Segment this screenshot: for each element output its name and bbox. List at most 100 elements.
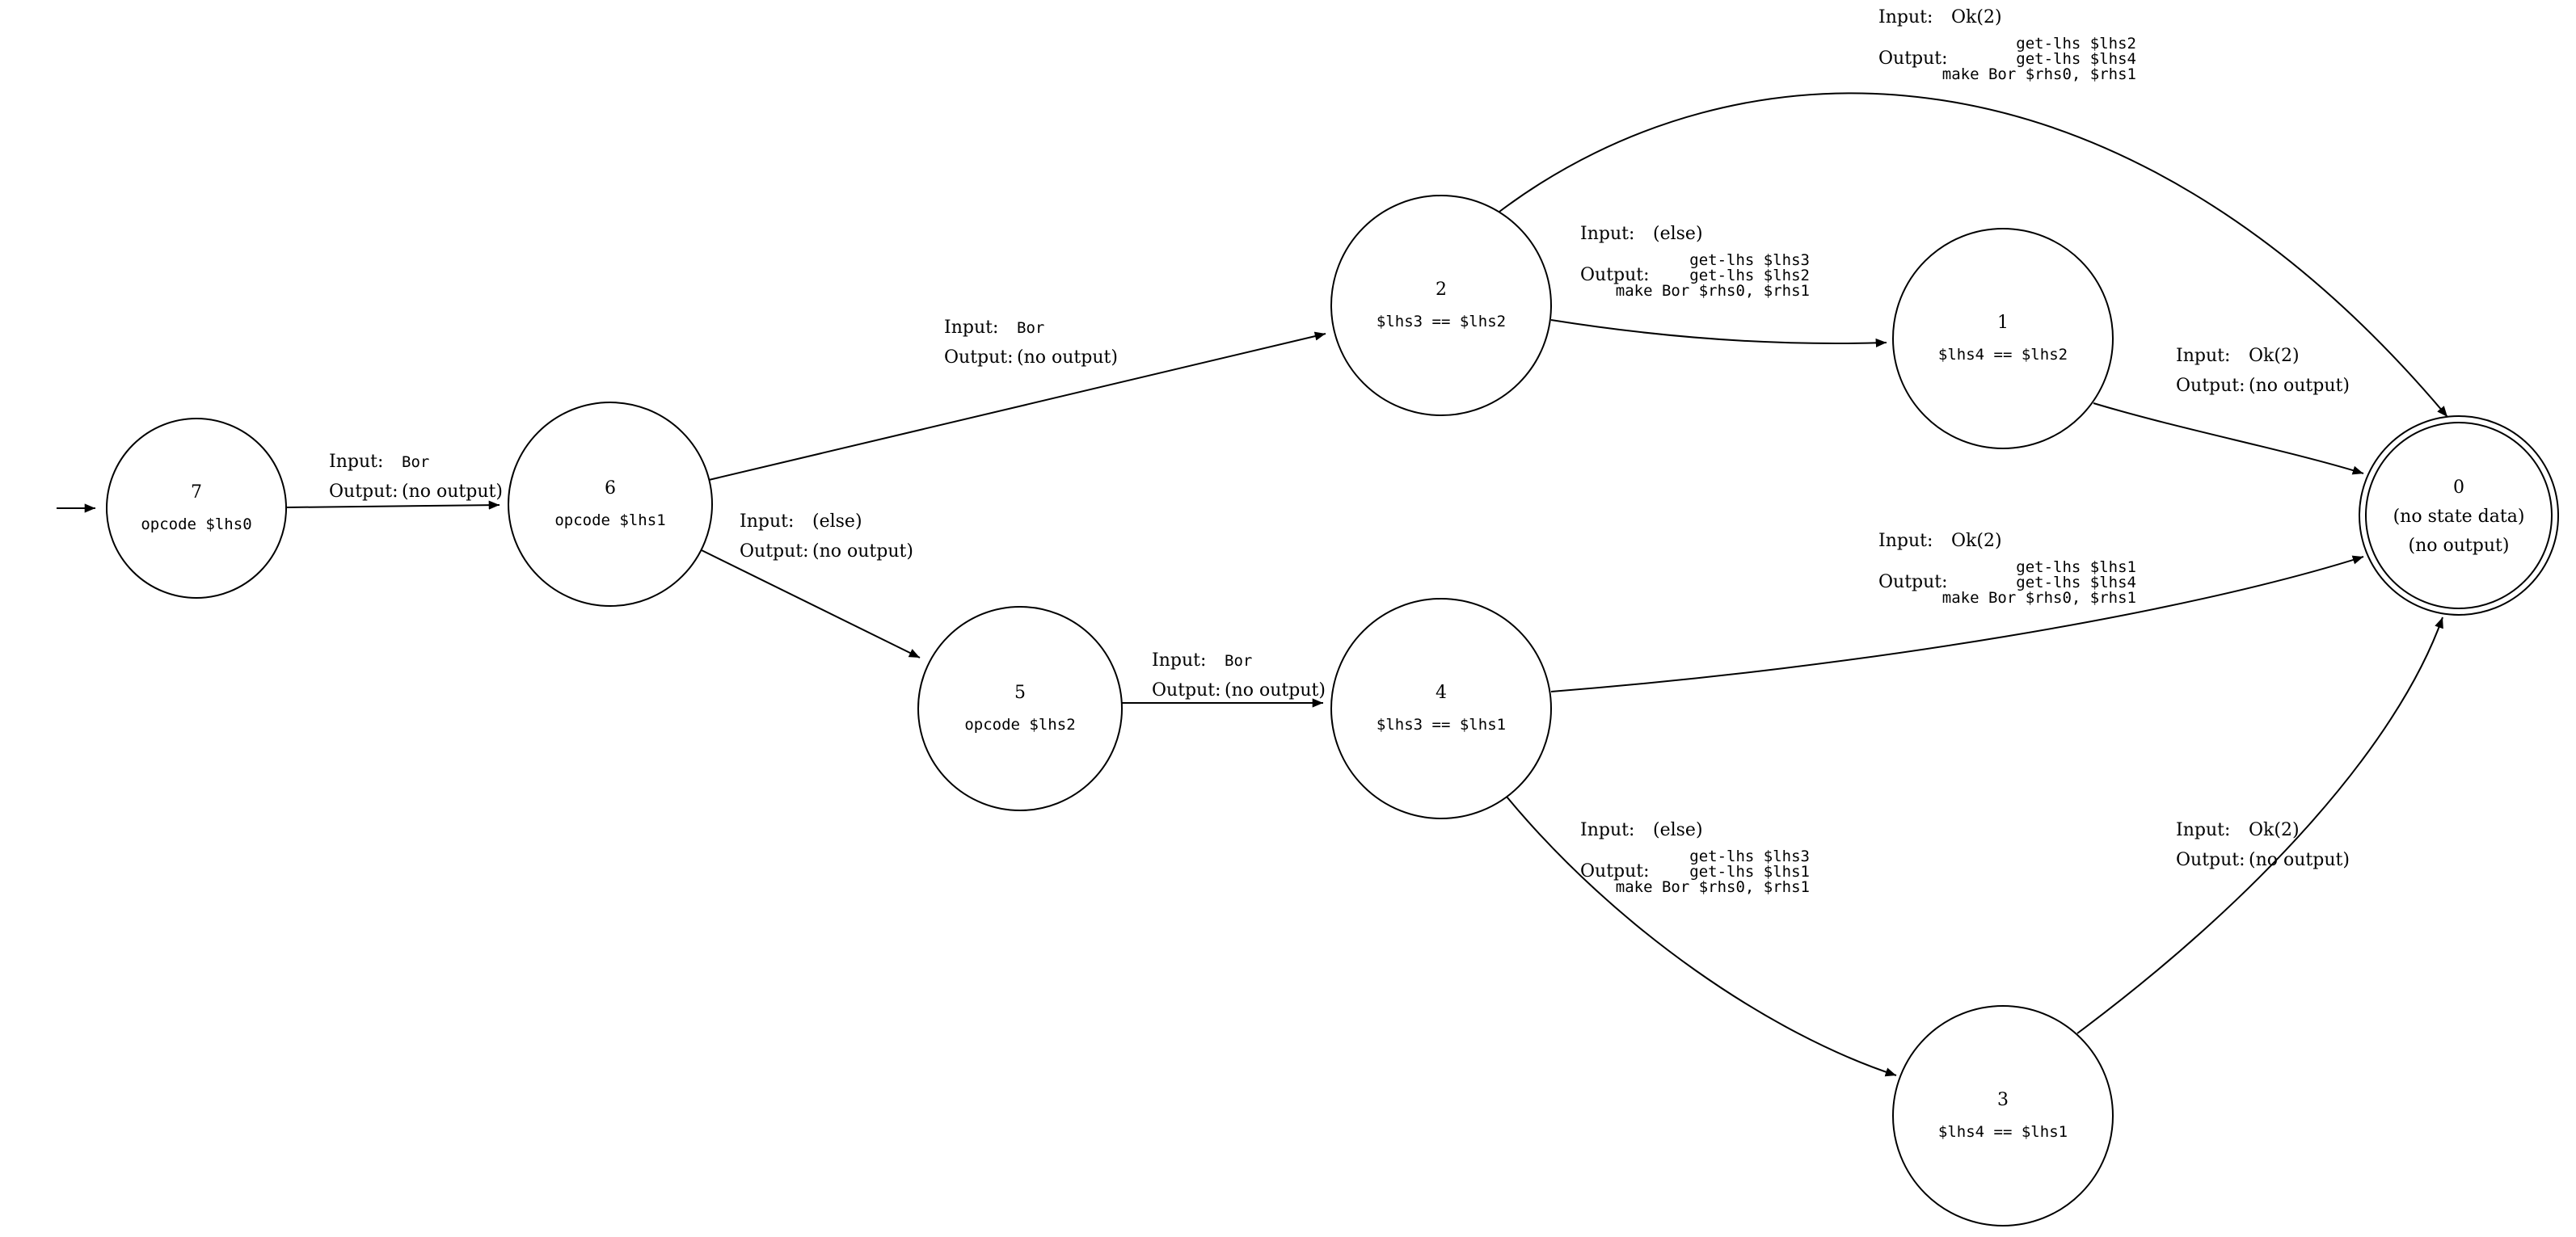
input-value: (else) [812, 511, 862, 532]
input-key: Input: [1580, 224, 1634, 244]
output-value: (no output) [2249, 376, 2350, 396]
input-key: Input: [1878, 7, 1933, 27]
state-0-id: 0 [2453, 478, 2464, 498]
input-key: Input: [1152, 650, 1206, 671]
output-key: Output: [2176, 850, 2245, 870]
input-value: (else) [1653, 820, 1703, 840]
edge-label-5-4: Input: Bor Output: (no output) [1152, 650, 1326, 701]
edge-label-2-0: Input: Ok(2) Output: get-lhs $lhs2 get-l… [1878, 7, 2136, 83]
output-value: (no output) [2249, 850, 2350, 870]
state-0-inner-circle [2365, 422, 2553, 609]
state-node-6: 6 opcode $lhs1 [508, 402, 713, 607]
output-key: Output: [1152, 680, 1221, 701]
state-node-3: 3 $lhs4 == $lhs1 [1892, 1005, 2114, 1226]
input-key: Input: [2176, 820, 2230, 840]
edge-label-1-0: Input: Ok(2) Output: (no output) [2176, 346, 2350, 396]
output-key: Output: [1580, 265, 1650, 285]
input-value: Bor [1017, 319, 1044, 337]
output-action: make Bor $rhs0, $rhs1 [1942, 65, 2136, 83]
state-2-circle [1330, 195, 1552, 416]
state-0-data-line2: (no output) [2409, 536, 2510, 556]
state-node-2: 2 $lhs3 == $lhs2 [1330, 195, 1552, 416]
edge-6-5 [701, 549, 921, 658]
state-node-5: 5 opcode $lhs2 [917, 606, 1123, 811]
state-6-circle [508, 402, 713, 607]
edge-4-0 [1550, 555, 2364, 692]
edge-2-1 [1550, 319, 1887, 348]
input-key: Input: [1580, 820, 1634, 840]
edge-label-6-2: Input: Bor Output: (no output) [944, 318, 1118, 368]
output-action: get-lhs $lhs2 [2016, 35, 2136, 53]
state-2-id: 2 [1436, 280, 1447, 300]
state-6-data: opcode $lhs1 [554, 511, 665, 529]
state-node-4: 4 $lhs3 == $lhs1 [1330, 598, 1552, 819]
state-7-id: 7 [191, 482, 202, 503]
output-action: make Bor $rhs0, $rhs1 [1616, 282, 1810, 300]
output-action: make Bor $rhs0, $rhs1 [1942, 589, 2136, 607]
output-value: (no output) [1225, 680, 1326, 701]
state-7-circle [106, 418, 287, 599]
edge-label-2-1: Input: (else) Output: get-lhs $lhs3 get-… [1580, 224, 1810, 300]
output-action: get-lhs $lhs1 [2016, 558, 2136, 576]
state-3-circle [1892, 1005, 2114, 1226]
edge-1-0 [2093, 402, 2364, 475]
state-2-data: $lhs3 == $lhs2 [1377, 313, 1506, 330]
output-action: get-lhs $lhs1 [1689, 863, 1810, 881]
edge-label-4-0: Input: Ok(2) Output: get-lhs $lhs1 get-l… [1878, 531, 2136, 607]
output-key: Output: [2176, 376, 2245, 396]
input-value: Bor [1225, 652, 1252, 670]
state-1-id: 1 [1997, 313, 2009, 333]
edge-6-2 [708, 331, 1326, 481]
output-value: (no output) [402, 482, 503, 502]
edge-label-3-0: Input: Ok(2) Output: (no output) [2176, 820, 2350, 870]
output-action: get-lhs $lhs2 [1689, 267, 1810, 284]
output-value: (no output) [812, 541, 913, 562]
edge-label-4-3: Input: (else) Output: get-lhs $lhs3 get-… [1580, 820, 1810, 896]
input-value: Ok(2) [2249, 346, 2300, 366]
edge-2-0 [1499, 92, 2448, 418]
output-action: get-lhs $lhs3 [1689, 848, 1810, 865]
state-node-0-accepting: 0 (no state data) (no output) [2359, 415, 2559, 616]
output-value: (no output) [1017, 347, 1118, 368]
output-action: make Bor $rhs0, $rhs1 [1616, 878, 1810, 896]
input-value: Bor [402, 453, 429, 471]
state-5-data: opcode $lhs2 [964, 716, 1075, 734]
state-1-circle [1892, 228, 2114, 449]
input-value: (else) [1653, 224, 1703, 244]
state-0-data-line1: (no state data) [2393, 507, 2525, 527]
state-6-id: 6 [605, 478, 616, 499]
output-key: Output: [1878, 572, 1948, 592]
output-key: Output: [740, 541, 809, 562]
output-action: get-lhs $lhs4 [2016, 50, 2136, 68]
input-key: Input: [1878, 531, 1933, 551]
output-action: get-lhs $lhs3 [1689, 251, 1810, 269]
input-value: Ok(2) [2249, 820, 2300, 840]
output-key: Output: [1580, 861, 1650, 881]
state-7-data: opcode $lhs0 [141, 515, 251, 533]
state-3-id: 3 [1997, 1090, 2009, 1110]
input-value: Ok(2) [1951, 531, 2002, 551]
edge-label-6-5: Input: (else) Output: (no output) [740, 511, 913, 562]
input-key: Input: [2176, 346, 2230, 366]
output-key: Output: [1878, 48, 1948, 69]
state-node-1: 1 $lhs4 == $lhs2 [1892, 228, 2114, 449]
output-action: get-lhs $lhs4 [2016, 574, 2136, 591]
state-4-data: $lhs3 == $lhs1 [1377, 716, 1506, 734]
state-4-id: 4 [1436, 683, 1447, 703]
input-value: Ok(2) [1951, 7, 2002, 27]
edge-7-6 [285, 500, 500, 510]
input-key: Input: [944, 318, 998, 338]
edge-label-7-6: Input: Bor Output: (no output) [329, 452, 503, 502]
state-5-circle [917, 606, 1123, 811]
state-node-7: 7 opcode $lhs0 [106, 418, 287, 599]
state-5-id: 5 [1014, 683, 1026, 703]
state-3-data: $lhs4 == $lhs1 [1938, 1123, 2068, 1141]
edge-3-0 [2076, 616, 2443, 1034]
state-4-circle [1330, 598, 1552, 819]
input-key: Input: [740, 511, 794, 532]
edge-4-3 [1506, 796, 1897, 1077]
state-1-data: $lhs4 == $lhs2 [1938, 346, 2068, 364]
output-key: Output: [329, 482, 398, 502]
